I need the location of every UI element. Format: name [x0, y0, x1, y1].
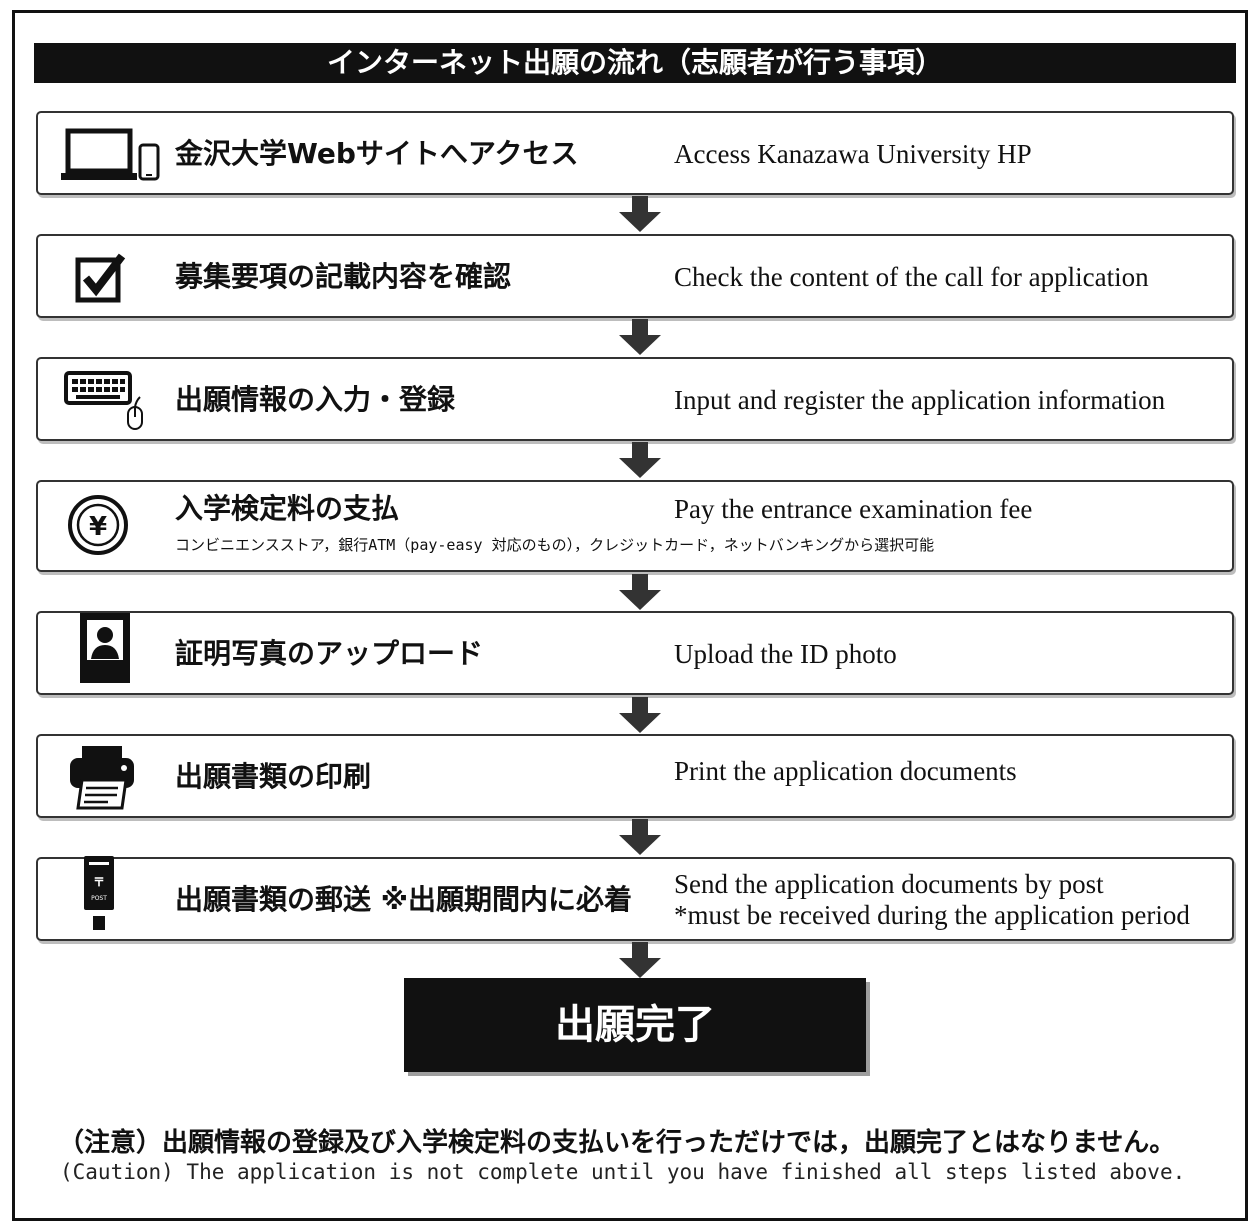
step-print-documents: 出願書類の印刷 Print the application documents: [36, 734, 1234, 818]
step-en-label: Send the application documents by post *…: [674, 869, 1190, 931]
laptop-phone-icon: [60, 123, 180, 185]
down-arrow-icon: [619, 319, 661, 355]
down-arrow-icon: [619, 819, 661, 855]
step-upload-photo: 証明写真のアップロード Upload the ID photo: [36, 611, 1234, 695]
down-arrow-icon: [619, 697, 661, 733]
down-arrow-icon: [619, 196, 661, 232]
step-en-label: Access Kanazawa University HP: [674, 139, 1032, 169]
flow-title: インターネット出願の流れ（志願者が行う事項）: [34, 43, 1236, 83]
keyboard-mouse-icon: [60, 369, 180, 431]
step-en-label: Pay the entrance examination fee: [674, 494, 1033, 524]
printer-icon: [60, 746, 180, 810]
post-box-icon: 〒 POST: [60, 856, 180, 930]
step-en-label: Check the content of the call for applic…: [674, 262, 1149, 292]
step-jp-label: 出願書類の印刷: [175, 760, 372, 793]
step-jp-label: 出願情報の入力・登録: [175, 383, 456, 416]
step-mail-documents: 〒 POST 出願書類の郵送 ※出願期間内に必着 Send the applic…: [36, 856, 1234, 941]
svg-text:〒: 〒: [93, 875, 105, 889]
step-jp-label: 募集要項の記載内容を確認: [175, 260, 512, 293]
svg-text:POST: POST: [91, 895, 107, 902]
caution-note-en: (Caution) The application is not complet…: [60, 1160, 1186, 1184]
caution-note-jp: （注意）出願情報の登録及び入学検定料の支払いを行っただけでは，出願完了とはなりま…: [58, 1128, 1176, 1158]
svg-text:¥: ¥: [89, 512, 107, 542]
step-en-line-2: *must be received during the application…: [674, 900, 1190, 930]
step-input-register: 出願情報の入力・登録 Input and register the applic…: [36, 357, 1234, 441]
step-access-website: 金沢大学Webサイトへアクセス Access Kanazawa Universi…: [36, 111, 1234, 195]
step-jp-label: 出願書類の郵送 ※出願期間内に必着: [175, 883, 632, 916]
step-jp-label: 入学検定料の支払: [175, 492, 400, 525]
id-photo-icon: [60, 613, 180, 683]
payment-methods-note: コンビニエンスストア，銀行ATM（pay-easy 対応のもの），クレジットカー…: [175, 536, 935, 554]
step-jp-label: 金沢大学Webサイトへアクセス: [175, 137, 579, 170]
checkbox-icon: [60, 246, 180, 308]
step-en-label: Upload the ID photo: [674, 639, 897, 669]
down-arrow-icon: [619, 442, 661, 478]
step-en-line-1: Send the application documents by post: [674, 869, 1104, 899]
step-en-label: Print the application documents: [674, 756, 1017, 786]
down-arrow-icon: [619, 942, 661, 978]
application-complete-box: 出願完了: [404, 978, 866, 1072]
step-pay-fee: ¥ 入学検定料の支払 Pay the entrance examination …: [36, 480, 1234, 572]
down-arrow-icon: [619, 574, 661, 610]
step-check-content: 募集要項の記載内容を確認 Check the content of the ca…: [36, 234, 1234, 318]
document-frame: [12, 10, 1248, 1221]
step-en-label: Input and register the application infor…: [674, 385, 1166, 415]
yen-coin-icon: ¥: [60, 494, 180, 556]
step-jp-label: 証明写真のアップロード: [175, 637, 484, 670]
